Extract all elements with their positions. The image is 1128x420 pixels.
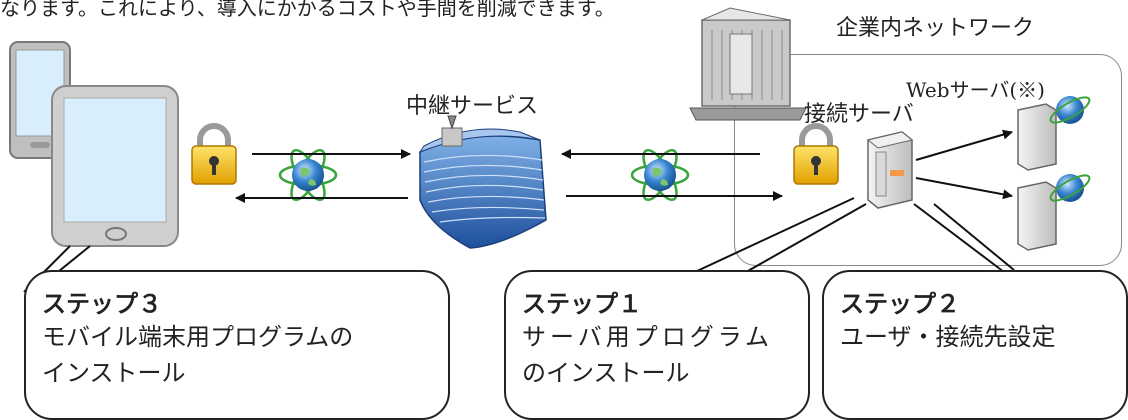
step2-title: ステップ２ <box>840 289 960 318</box>
step3-desc-line1: モバイル端末用プログラムの <box>42 323 354 351</box>
relay-service-building-icon <box>418 115 547 249</box>
internet-globe-icon-right <box>630 148 690 202</box>
step2-desc-line1: ユーザ・接続先設定 <box>840 323 1056 351</box>
connection-server-icon <box>866 131 914 209</box>
corporate-network-label: 企業内ネットワーク <box>836 16 1035 41</box>
connection-server-label: 接続サーバ <box>804 102 914 127</box>
step1-box: ステップ１ サーバ用プログラム のインストール <box>504 270 810 420</box>
web-server-label: Webサーバ(※) <box>906 78 1045 102</box>
step3-box: ステップ３ モバイル端末用プログラムの インストール <box>24 270 450 420</box>
step1-desc-line2: のインストール <box>522 359 690 387</box>
web-server-icon-1 <box>1017 96 1091 171</box>
step2-box: ステップ２ ユーザ・接続先設定 <box>822 270 1128 420</box>
step1-title: ステップ１ <box>522 289 642 318</box>
corporate-network-boundary <box>734 54 1122 266</box>
intro-text: なります。これにより、導入にかかるコストや手間を削減できます。 <box>0 0 615 20</box>
arrows <box>235 129 1013 203</box>
lock-icon-left <box>191 123 237 185</box>
web-server-icon-2 <box>1017 174 1091 251</box>
step1-desc-line1: サーバ用プログラム <box>522 323 774 351</box>
step3-title: ステップ３ <box>42 289 162 318</box>
lock-icon-right <box>793 123 839 185</box>
tablet-icon <box>51 85 179 247</box>
step3-desc-line2: インストール <box>42 359 186 387</box>
corporate-building-icon <box>689 7 807 121</box>
relay-service-label: 中継サービス <box>406 94 539 119</box>
internet-globe-icon-left <box>278 148 338 202</box>
